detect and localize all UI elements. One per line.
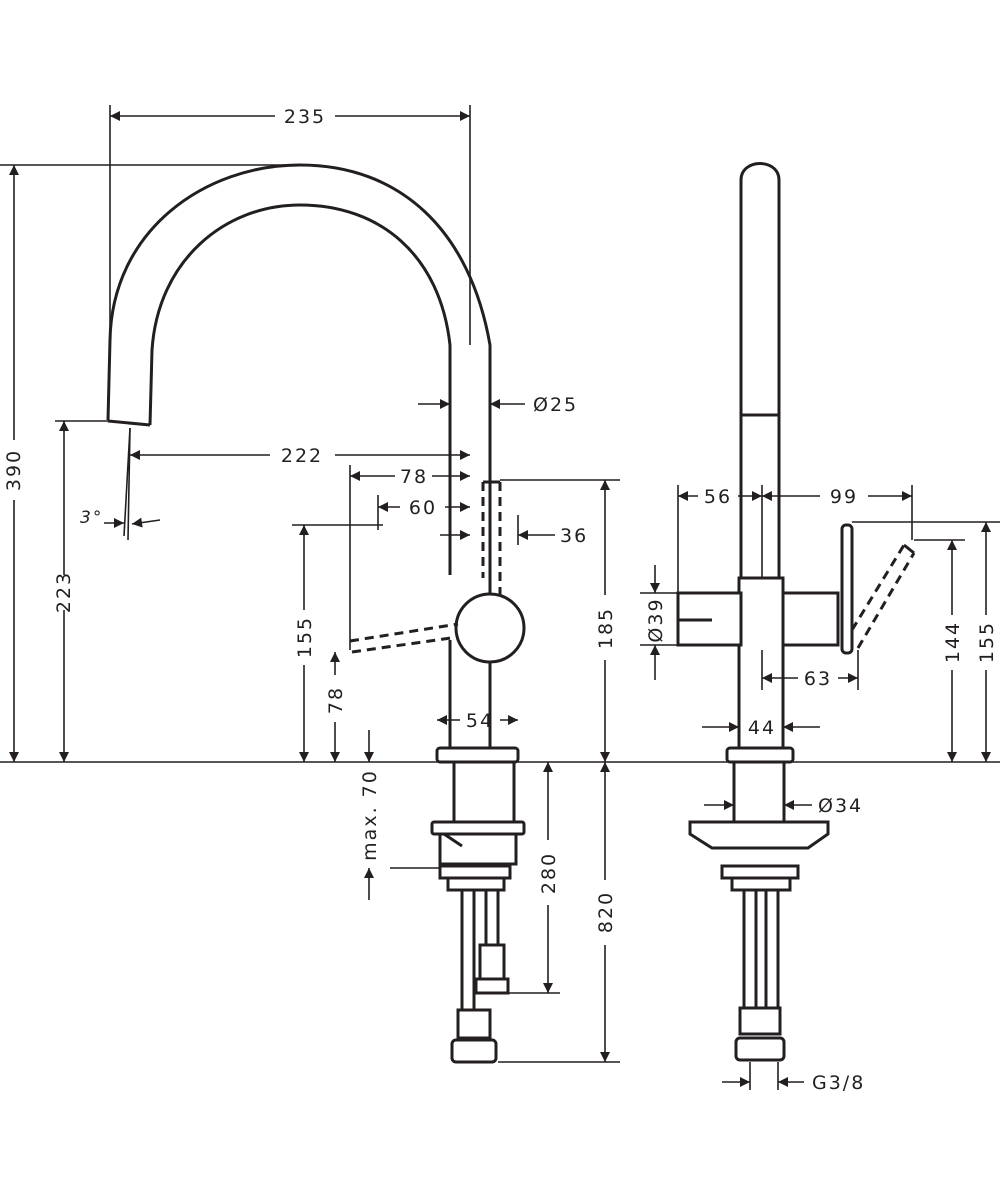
dim-d34: Ø34 xyxy=(818,795,863,817)
dim-d25: Ø25 xyxy=(533,394,578,416)
dim-max70: max. 70 xyxy=(359,769,381,861)
hose-front-nut-upper xyxy=(738,1006,782,1036)
mounting-plate-front xyxy=(688,820,830,850)
lever-front-handle xyxy=(840,523,854,655)
spout-inner xyxy=(148,203,452,575)
dim-d39: Ø39 xyxy=(645,597,667,642)
lever-front-top xyxy=(903,543,915,555)
lever-arm-core xyxy=(378,529,475,617)
lever-hub xyxy=(454,592,526,664)
thread-ring-2 xyxy=(446,876,506,892)
thread-ring xyxy=(438,864,512,880)
front-view xyxy=(676,162,916,1062)
dim-820: 820 xyxy=(595,891,617,933)
dim-60: 60 xyxy=(409,497,437,519)
extension-lines xyxy=(0,105,1000,1090)
hose-nut-upper xyxy=(456,1008,492,1040)
dim-185: 185 xyxy=(595,607,617,649)
dim-78-top: 78 xyxy=(400,466,428,488)
dim-155-left: 155 xyxy=(294,616,316,658)
dim-g38: G3/8 xyxy=(812,1072,865,1094)
dim-280: 280 xyxy=(538,852,560,894)
base-flange xyxy=(435,746,520,764)
mounting-plate xyxy=(430,820,526,836)
dim-36: 36 xyxy=(560,525,588,547)
dimension-labels: 235 390 Ø25 222 223 3° 78 60 36 155 78 m… xyxy=(3,106,998,1094)
lever-front-dashed-b xyxy=(856,552,916,649)
dim-78-left: 78 xyxy=(325,686,347,714)
dim-144: 144 xyxy=(942,621,964,663)
hose-front-nut-lower xyxy=(734,1036,786,1062)
dim-54: 54 xyxy=(466,710,494,732)
thread-front-2 xyxy=(730,876,792,892)
dim-155-right: 155 xyxy=(976,621,998,663)
hose-nut-lower xyxy=(450,1038,498,1064)
hose-coupler xyxy=(478,943,506,981)
lever-front-dashed-a xyxy=(850,544,906,631)
dim-99: 99 xyxy=(830,486,858,508)
spout-front xyxy=(739,162,781,578)
thread-front xyxy=(720,864,800,880)
dim-235: 235 xyxy=(284,106,326,128)
dim-390: 390 xyxy=(3,449,25,491)
lever-dashed-lower-b xyxy=(349,622,459,643)
dim-223: 223 xyxy=(53,571,75,613)
side-view xyxy=(106,163,526,1064)
lever-dashed-lower-a xyxy=(351,635,459,654)
plate-wedge xyxy=(443,832,463,848)
spout-tip xyxy=(107,419,151,427)
dim-63: 63 xyxy=(804,668,832,690)
dim-222: 222 xyxy=(281,445,323,467)
weight-block xyxy=(474,977,510,995)
dim-56: 56 xyxy=(704,486,732,508)
cartridge-right xyxy=(781,591,840,647)
dimension-lines xyxy=(9,111,991,1087)
base-front-flange xyxy=(725,746,795,764)
dim-3deg: 3° xyxy=(80,508,103,528)
dim-44: 44 xyxy=(748,717,776,739)
